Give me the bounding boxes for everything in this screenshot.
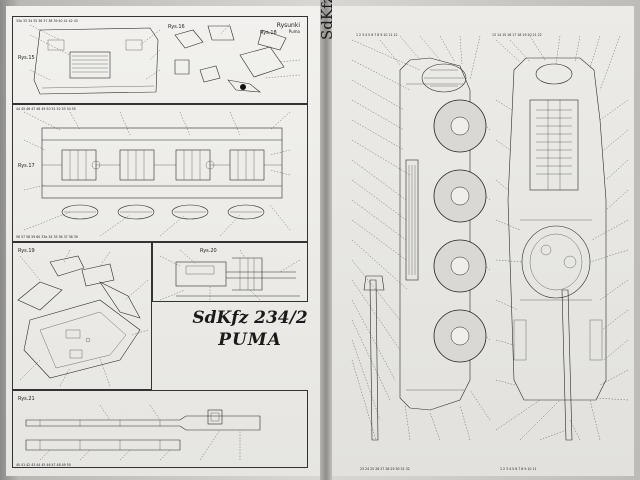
model-title-block: SdKfz 234/2 PUMA — [190, 308, 310, 350]
leader-lines-right — [351, 35, 629, 441]
top-hull-drawing — [33, 27, 159, 95]
leader-lines-top — [29, 23, 301, 81]
leader-lines-gun — [159, 249, 301, 301]
book-gutter — [320, 0, 332, 480]
side-view-wheels — [433, 99, 487, 363]
panel-label-15: Rys.15 — [18, 55, 35, 61]
svg-text:33a 33 34 35 36 37 38 39 40 41: 33a 33 34 35 36 37 38 39 40 41 42 43 — [16, 19, 78, 23]
panel-hull-parts — [12, 242, 152, 390]
top-view-gun — [561, 289, 573, 441]
drawings-header: Rysunki Puma — [258, 22, 300, 34]
leader-lines-chassis — [23, 111, 291, 237]
panel-chassis-frame — [12, 104, 308, 242]
svg-text:13 14 15 16 17 18 19 20 21 22: 13 14 15 16 17 18 19 20 21 22 — [492, 33, 542, 37]
top-view-vehicle — [507, 57, 607, 401]
hull-parts-drawing — [17, 255, 141, 379]
gun-assembly-drawing — [175, 257, 300, 297]
panel-gun-assembly — [152, 242, 308, 302]
panel-label-17: Rys.17 — [18, 163, 35, 169]
svg-text:23 24 25 26 27 28 29 30 31 32: 23 24 25 26 27 28 29 30 31 32 — [360, 467, 410, 471]
panel-top-assembly — [12, 16, 308, 104]
panel-label-18: Rys.18 — [260, 30, 277, 36]
svg-text:1 2 3 4 5 6 7 8 9 10 11: 1 2 3 4 5 6 7 8 9 10 11 — [500, 467, 537, 471]
panel-label-20: Rys.20 — [200, 248, 217, 254]
panel-label-21: Rys.21 — [18, 396, 35, 402]
panel-label-19: Rys.19 — [18, 248, 35, 254]
svg-text:56 57 58 59 60 33a 34 35 36 37: 56 57 58 59 60 33a 34 35 36 37 38 39 — [16, 235, 78, 239]
model-subtitle: PUMA — [218, 330, 282, 350]
leader-lines-barrel — [39, 404, 241, 461]
chassis-frame-drawing — [41, 127, 283, 220]
leader-lines-hull — [19, 249, 149, 387]
panel-label-16: Rys.16 — [168, 24, 185, 30]
svg-text:44 45 46 47 48 49 50 51 52 53: 44 45 46 47 48 49 50 51 52 53 54 55 — [16, 107, 76, 111]
side-view-gun — [363, 275, 385, 441]
panel-barrel — [12, 390, 308, 468]
svg-text:40 41 42 43 44 45 46 47 48 49: 40 41 42 43 44 45 46 47 48 49 50 — [16, 463, 71, 467]
part-number-rows: 33a 33 34 35 36 37 38 39 40 41 42 43 44 … — [16, 19, 542, 471]
drawings-header-sublabel: Puma — [288, 29, 300, 34]
svg-text:1 2 3 4 5 6 7 8 9 10 11 12: 1 2 3 4 5 6 7 8 9 10 11 12 — [356, 33, 398, 37]
small-parts-drawing — [174, 25, 287, 93]
drawings-header-label: Rysunki — [276, 22, 300, 29]
barrel-drawing — [25, 409, 261, 451]
model-title: SdKfz 234/2 — [192, 308, 308, 328]
